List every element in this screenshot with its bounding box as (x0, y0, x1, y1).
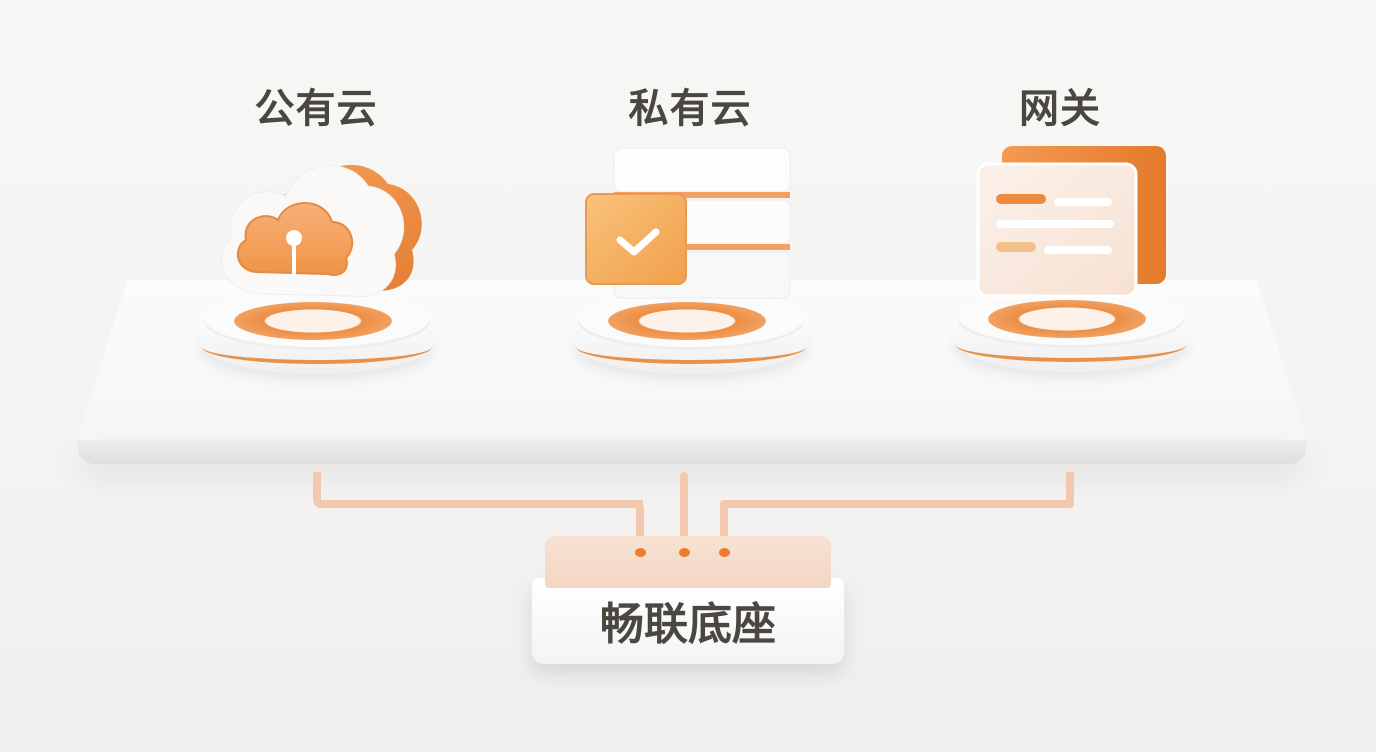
server-check-icon (584, 146, 794, 308)
panel-card-icon (976, 144, 1170, 300)
pedestal-gateway (954, 290, 1188, 374)
base-label: 畅联底座 (600, 599, 776, 650)
pedestal-public-cloud (200, 292, 434, 376)
node-label-private-cloud: 私有云 (628, 86, 752, 132)
port-right (719, 548, 730, 557)
pedestal-private-cloud (574, 292, 808, 376)
node-label-public-cloud: 公有云 (254, 86, 378, 132)
port-center (679, 548, 690, 557)
platform-edge (78, 440, 1306, 464)
cloud-upload-icon (206, 144, 428, 314)
port-left (635, 548, 646, 557)
node-label-gateway: 网关 (1019, 86, 1101, 132)
